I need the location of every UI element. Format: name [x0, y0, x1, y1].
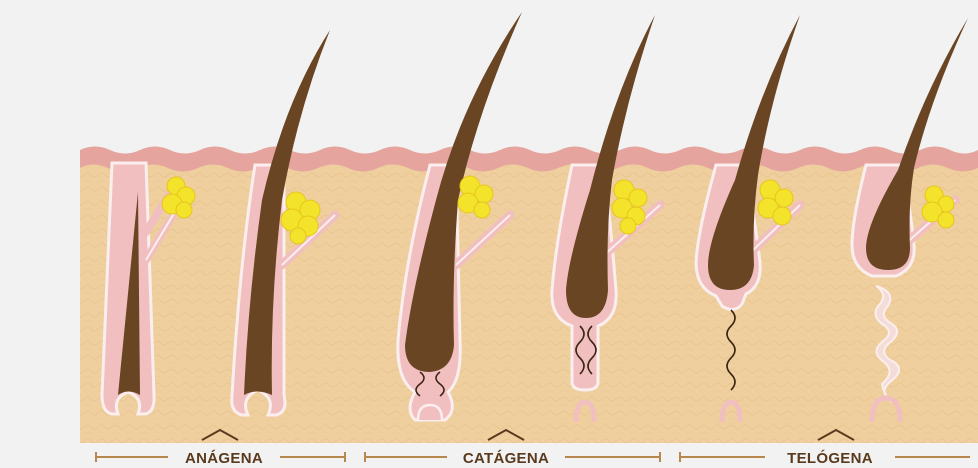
skin-cross-section	[80, 147, 978, 444]
phase-label-telogena: TELÓGENA	[787, 449, 873, 467]
phase-label-anagena: ANÁGENA	[185, 450, 263, 467]
phase-label-catagena: CATÁGENA	[463, 450, 549, 467]
